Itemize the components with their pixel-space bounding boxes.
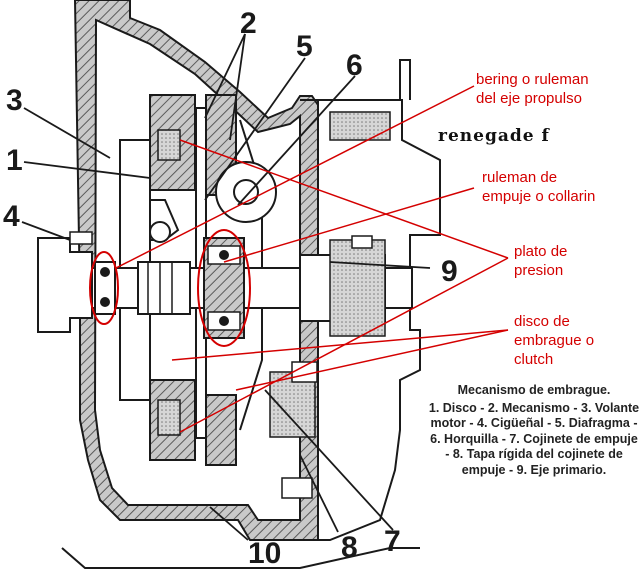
leader-lines: [21, 33, 431, 541]
red-highlights: [89, 229, 251, 347]
caption-body: 1. Disco - 2. Mecanismo - 3. Volante mot…: [428, 400, 640, 477]
label-number-9: 9: [441, 255, 458, 288]
annotation-line: embrague o: [514, 332, 595, 349]
annotation-line: presion: [514, 262, 564, 279]
figure-caption: Mecanismo de embrague. 1. Disco - 2. Mec…: [428, 383, 640, 478]
label-number-2: 2: [240, 7, 257, 40]
release-bearing: [203, 237, 245, 339]
annotation-pressure-plate: plato de presion: [514, 242, 567, 280]
label-number-10: 10: [248, 537, 282, 570]
release-fork: [149, 161, 277, 243]
annotation-line: clutch: [514, 351, 554, 368]
label-number-7: 7: [384, 525, 401, 558]
annotation-line: disco de: [514, 313, 570, 330]
release-bearing-highlight: [197, 229, 251, 347]
label-number-8: 8: [341, 531, 358, 564]
label-number-5: 5: [296, 30, 313, 63]
annotation-line: ruleman de: [482, 169, 558, 186]
annotation-line: bering o ruleman: [476, 71, 589, 88]
brand-watermark: renegade f: [438, 126, 550, 146]
annotation-release-bearing: ruleman de empuje o collarin: [482, 168, 595, 206]
caption-title: Mecanismo de embrague.: [457, 383, 611, 397]
label-number-3: 3: [6, 84, 23, 117]
annotation-leaders: [115, 85, 509, 433]
annotation-line: del eje propulso: [476, 90, 582, 107]
label-number-1: 1: [6, 144, 23, 177]
label-number-6: 6: [346, 49, 363, 82]
annotation-line: empuje o collarin: [482, 188, 596, 205]
pilot-bearing: [94, 261, 116, 315]
shafts: [37, 237, 413, 337]
annotation-clutch-disc: disco de embrague o clutch: [514, 312, 594, 369]
label-number-4: 4: [3, 200, 20, 233]
annotation-line: plato de: [514, 243, 568, 260]
annotation-pilot-bearing: bering o ruleman del eje propulso: [476, 70, 589, 108]
pilot-bearing-highlight: [89, 251, 119, 325]
lower-details: [69, 231, 373, 499]
